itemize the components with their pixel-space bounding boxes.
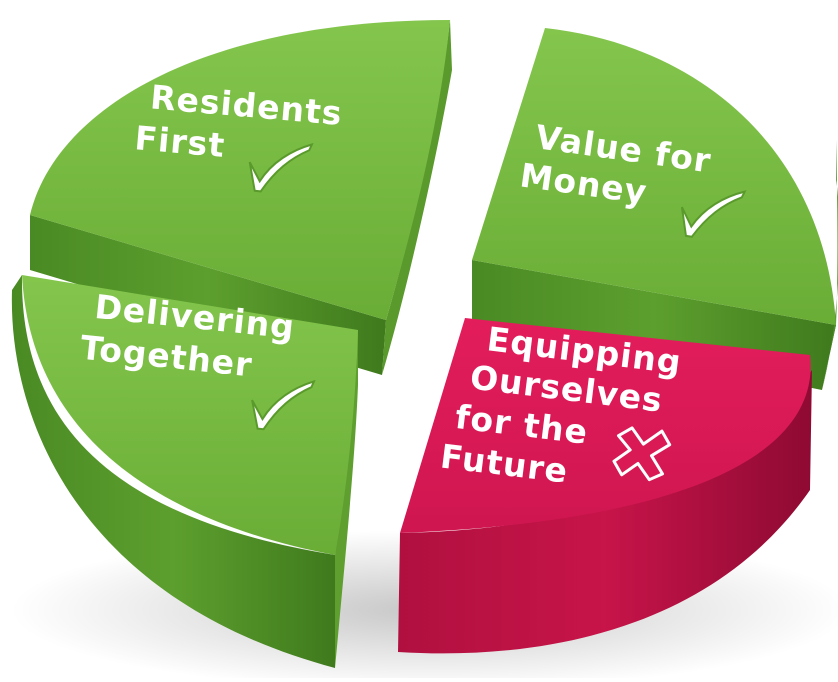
label-first: First: [133, 118, 227, 165]
segment-side: [822, 140, 838, 390]
segment-top: [400, 318, 811, 533]
segment-side: [398, 370, 812, 654]
segment-top: [22, 275, 358, 555]
label-group-equipping: Equipping Ourselves for the Future: [438, 319, 684, 491]
segment-delivering-together: [11, 275, 358, 668]
segment-equipping-ourselves: [398, 318, 812, 654]
segment-side: [11, 275, 336, 668]
segment-top: [30, 20, 450, 320]
checkmark-icon: [251, 379, 316, 431]
segment-side: [382, 20, 452, 375]
checkmark-icon: [248, 142, 314, 193]
checkmark-icon: [680, 190, 747, 238]
segment-top: [472, 28, 836, 325]
cross-icon: [612, 426, 672, 482]
